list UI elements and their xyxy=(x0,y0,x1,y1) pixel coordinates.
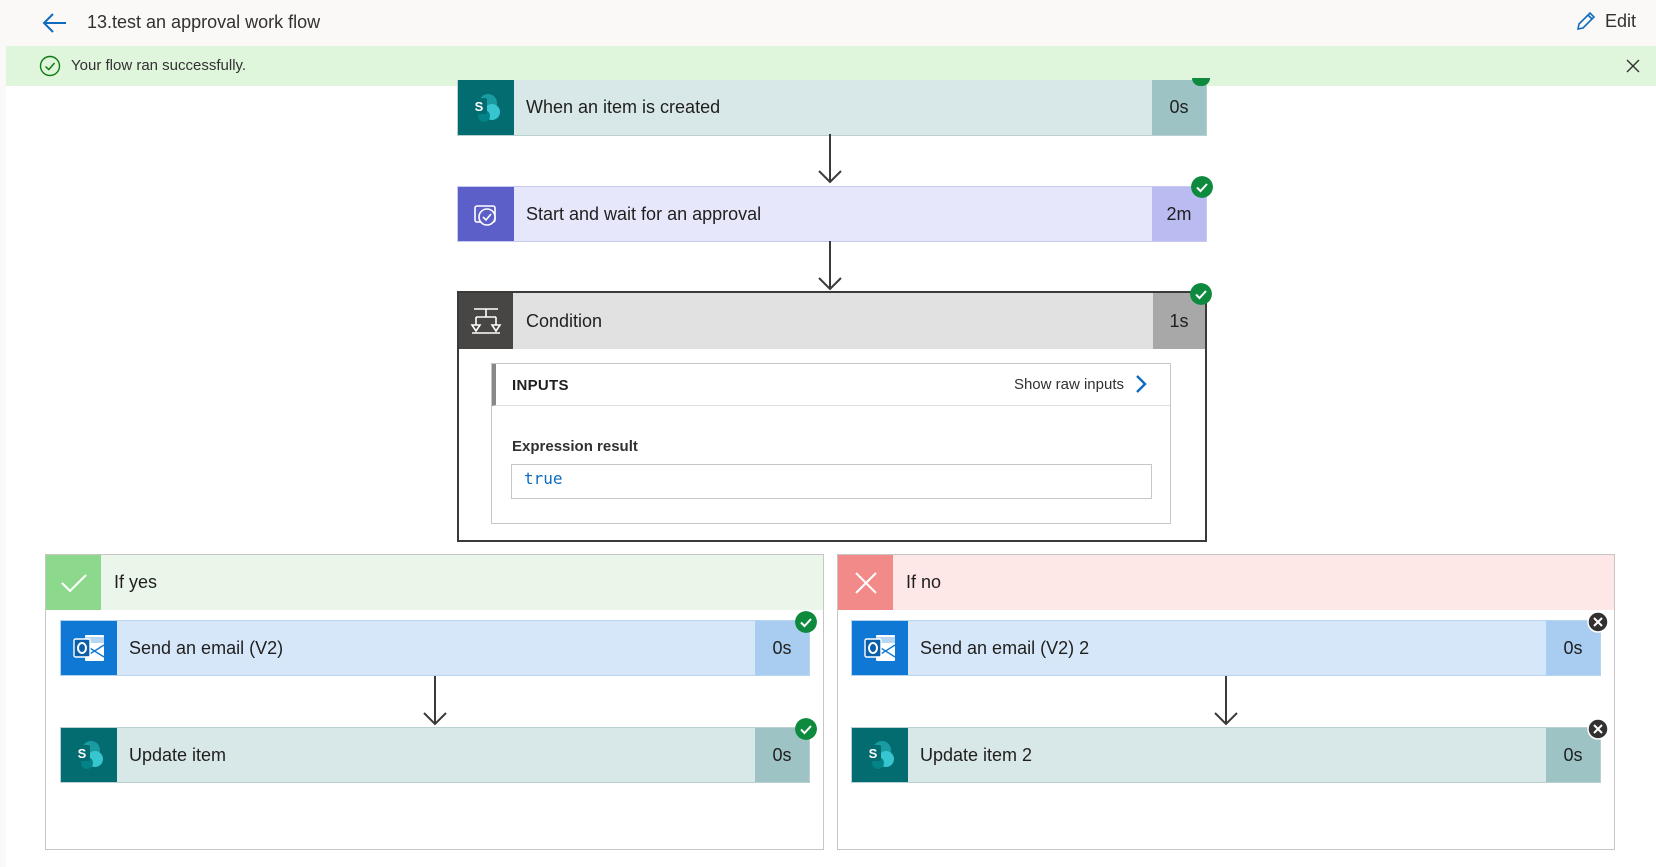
success-check-icon xyxy=(795,611,817,633)
condition-card[interactable]: Condition 1s INPUTS Show raw inputs Expr… xyxy=(457,291,1207,542)
branch-if-no: If no xyxy=(837,554,1615,850)
arrow-down-icon xyxy=(1214,676,1238,726)
update-item-card[interactable]: S Update item 0s xyxy=(60,727,810,783)
sharepoint-icon: S xyxy=(852,728,908,782)
svg-text:S: S xyxy=(78,746,87,761)
edit-button[interactable]: Edit xyxy=(1575,10,1636,32)
approval-card[interactable]: Start and wait for an approval 2m xyxy=(457,186,1207,242)
chevron-right-icon xyxy=(1136,375,1147,393)
success-banner: Your flow ran successfully. xyxy=(6,46,1656,86)
branch-yes-header[interactable]: If yes xyxy=(46,555,823,610)
outlook-icon xyxy=(852,621,908,675)
trigger-duration: 0s xyxy=(1152,80,1206,135)
arrow-left-icon xyxy=(42,13,66,33)
inputs-panel: INPUTS Show raw inputs Expression result… xyxy=(491,363,1171,524)
sharepoint-icon: S xyxy=(61,728,117,782)
arrow-down-icon xyxy=(818,134,842,184)
svg-text:S: S xyxy=(869,746,878,761)
back-button[interactable] xyxy=(40,9,70,37)
svg-text:S: S xyxy=(475,99,484,114)
show-raw-inputs-link[interactable]: Show raw inputs xyxy=(1014,374,1148,394)
approval-icon xyxy=(458,187,514,241)
inputs-title: INPUTS xyxy=(512,377,569,394)
trigger-card[interactable]: S When an item is created 0s xyxy=(457,80,1207,136)
branch-yes-label: If yes xyxy=(114,572,158,592)
update-item-2-card[interactable]: S Update item 2 0s xyxy=(851,727,1601,783)
skipped-x-icon xyxy=(1587,611,1609,633)
success-check-icon xyxy=(1192,78,1210,86)
top-bar: 13.test an approval work flow Edit xyxy=(0,0,1656,46)
flow-title: 13.test an approval work flow xyxy=(87,12,321,32)
send-email-2-card[interactable]: Send an email (V2) 2 0s xyxy=(851,620,1601,676)
success-check-icon xyxy=(1191,176,1213,198)
edit-label: Edit xyxy=(1604,10,1636,31)
success-check-icon xyxy=(795,718,817,740)
x-icon xyxy=(838,555,893,610)
send-email-label: Send an email (V2) xyxy=(129,637,284,658)
send-email-2-label: Send an email (V2) 2 xyxy=(920,637,1090,658)
trigger-label: When an item is created xyxy=(526,97,721,117)
skipped-x-icon xyxy=(1587,718,1609,740)
success-check-icon xyxy=(1190,283,1212,305)
arrow-down-icon xyxy=(818,241,842,291)
update-item-2-label: Update item 2 xyxy=(920,744,1033,765)
condition-icon xyxy=(459,293,513,349)
condition-label: Condition xyxy=(526,310,603,331)
approval-duration: 2m xyxy=(1152,187,1206,241)
checkmark-icon xyxy=(46,555,101,610)
close-icon[interactable] xyxy=(1624,57,1642,75)
raw-link-label: Show raw inputs xyxy=(1013,375,1124,393)
update-item-label: Update item xyxy=(129,744,227,765)
branch-no-header[interactable]: If no xyxy=(838,555,1614,610)
expression-value: true xyxy=(511,464,1152,499)
inputs-header: INPUTS Show raw inputs xyxy=(492,364,1170,406)
banner-message: Your flow ran successfully. xyxy=(71,57,247,74)
branch-no-label: If no xyxy=(906,572,942,592)
approval-label: Start and wait for an approval xyxy=(526,203,762,224)
sharepoint-icon: S xyxy=(458,80,514,135)
condition-header[interactable]: Condition 1s xyxy=(459,293,1205,349)
arrow-down-icon xyxy=(423,676,447,726)
pencil-icon xyxy=(1576,11,1596,31)
send-email-card[interactable]: Send an email (V2) 0s xyxy=(60,620,810,676)
check-circle-icon xyxy=(39,55,61,77)
outlook-icon xyxy=(61,621,117,675)
expression-label: Expression result xyxy=(512,438,638,455)
